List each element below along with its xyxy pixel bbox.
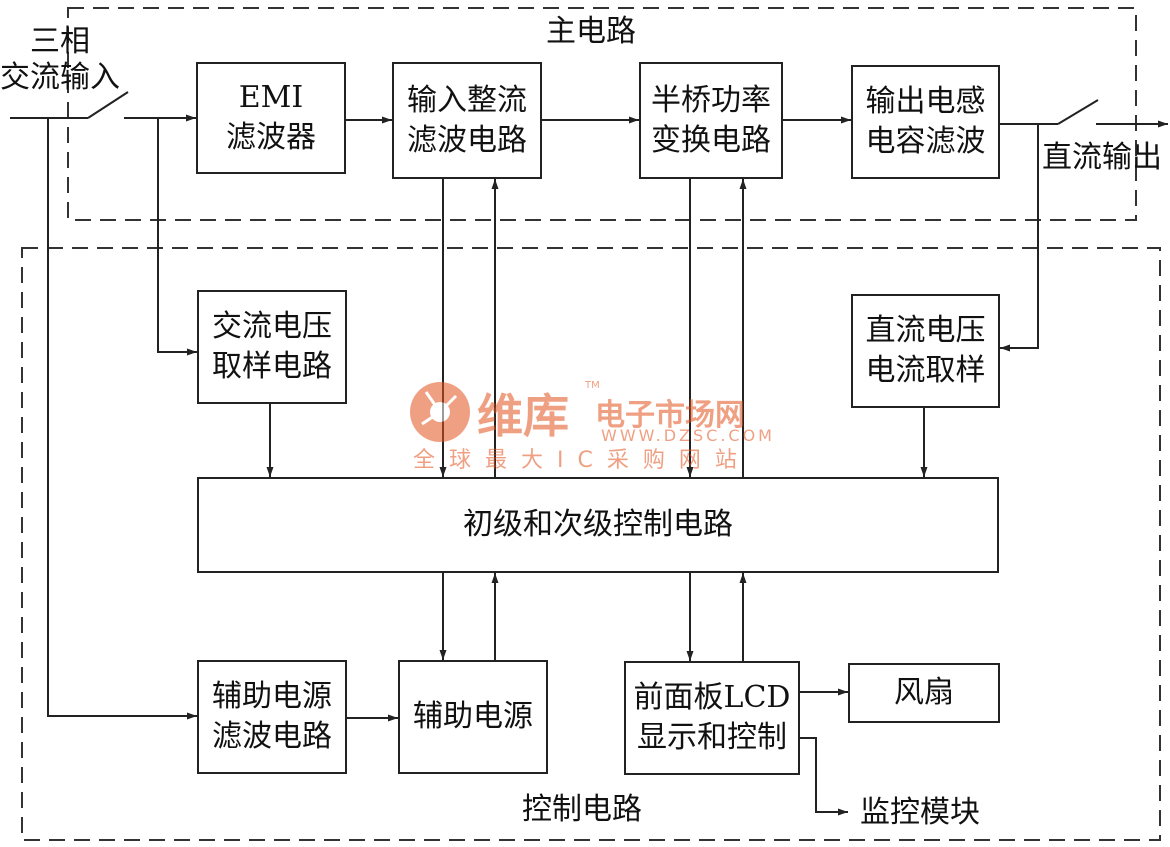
dc-output-switch-blade (1057, 99, 1099, 125)
front-panel-to-monitor-arrow (800, 737, 848, 816)
control-circuit-text: 初级和次级控制电路 (463, 507, 733, 542)
aux-filter-block: 辅助电源 滤波电路 (197, 660, 347, 774)
emi-filter-line1: EMI (238, 80, 304, 115)
dc-sampling-line2: 电流取样 (865, 353, 986, 388)
monitor-module-label: 监控模块 (860, 795, 980, 830)
half-bridge-line1: 半桥功率 (651, 82, 771, 118)
input-rectifier-line2: 滤波电路 (407, 122, 527, 158)
ac-sampling-line2: 取样电路 (212, 349, 332, 384)
fan-text: 风扇 (894, 675, 954, 710)
emi-filter-line2: 滤波器 (226, 120, 316, 155)
input-rectifier-block: 输入整流 滤波电路 (392, 62, 542, 179)
control-circuit-region (21, 247, 1161, 841)
input-to-aux-filter-wire (47, 118, 197, 720)
half-bridge-block: 半桥功率 变换电路 (639, 62, 783, 179)
ac-input-label-line1: 三相 (30, 24, 90, 59)
fan-block: 风扇 (848, 663, 1000, 723)
aux-filter-line1: 辅助电源 (212, 679, 332, 714)
control-circuit-block: 初级和次级控制电路 (197, 477, 999, 573)
ac-input-label-line2: 交流输入 (0, 60, 120, 95)
front-panel-line1: 前面板LCD (633, 680, 791, 715)
dc-sampling-block: 直流电压 电流取样 (851, 294, 1000, 408)
input-rectifier-line1: 输入整流 (407, 82, 527, 118)
ac-sampling-line1: 交流电压 (212, 309, 332, 344)
watermark-logo-icon (410, 382, 470, 442)
emi-filter-block: EMI 滤波器 (196, 62, 346, 174)
dc-output-label: 直流输出 (1042, 140, 1162, 175)
ac-input-switch-blade (87, 91, 129, 119)
input-to-ac-sampling-wire (157, 118, 197, 356)
front-panel-block: 前面板LCD 显示和控制 (624, 661, 800, 775)
output-lc-line2: 电容滤波 (865, 124, 986, 159)
front-panel-line2: 显示和控制 (637, 720, 787, 755)
ac-sampling-block: 交流电压 取样电路 (197, 290, 347, 404)
half-bridge-line2: 变换电路 (651, 122, 771, 158)
main-circuit-label: 主电路 (546, 14, 636, 49)
control-circuit-label: 控制电路 (522, 792, 642, 827)
output-lc-line1: 输出电感 (865, 84, 986, 119)
dc-sampling-line1: 直流电压 (865, 313, 986, 348)
output-to-dc-sampling-wire (1000, 124, 1039, 352)
aux-filter-line2: 滤波电路 (212, 719, 332, 754)
main-circuit-region (67, 7, 1137, 221)
aux-power-text: 辅助电源 (413, 699, 533, 734)
output-lc-filter-block: 输出电感 电容滤波 (851, 65, 1000, 179)
aux-power-block: 辅助电源 (398, 660, 548, 774)
